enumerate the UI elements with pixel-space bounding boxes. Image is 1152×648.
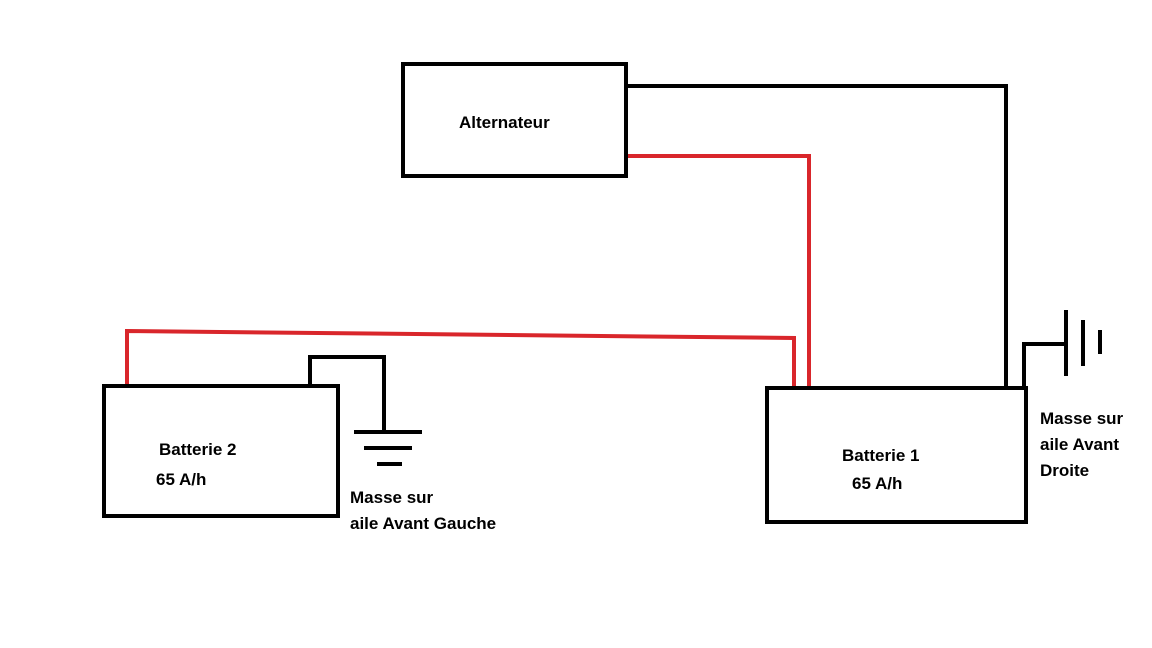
ground-left-caption-line1: Masse sur [350,488,434,507]
battery-2-name: Batterie 2 [159,440,237,459]
ground-left-caption-line2: aile Avant Gauche [350,514,497,533]
black-wire-battery-1-ground [1022,342,1064,387]
black-wire-alternator-to-battery-1 [626,84,1008,387]
battery-2-capacity: 65 A/h [156,470,207,489]
battery-2-box [102,384,340,518]
alternator-box [401,62,628,178]
battery-1-box [765,386,1028,524]
ground-right-caption-line1: Masse sur [1040,409,1124,428]
battery-1-name: Batterie 1 [842,446,920,465]
ground-symbol-left-icon [354,430,422,466]
red-wire-battery-1-to-battery-2 [125,328,796,387]
battery-1-capacity: 65 A/h [852,474,903,493]
ground-right-caption-line2: aile Avant [1040,435,1120,454]
alternator-label: Alternateur [459,113,550,132]
black-wire-battery-2-ground [308,355,386,432]
red-wire-alternator-to-battery-1 [626,154,811,387]
ground-right-caption-line3: Droite [1040,461,1090,480]
ground-symbol-right-icon [1064,310,1102,376]
